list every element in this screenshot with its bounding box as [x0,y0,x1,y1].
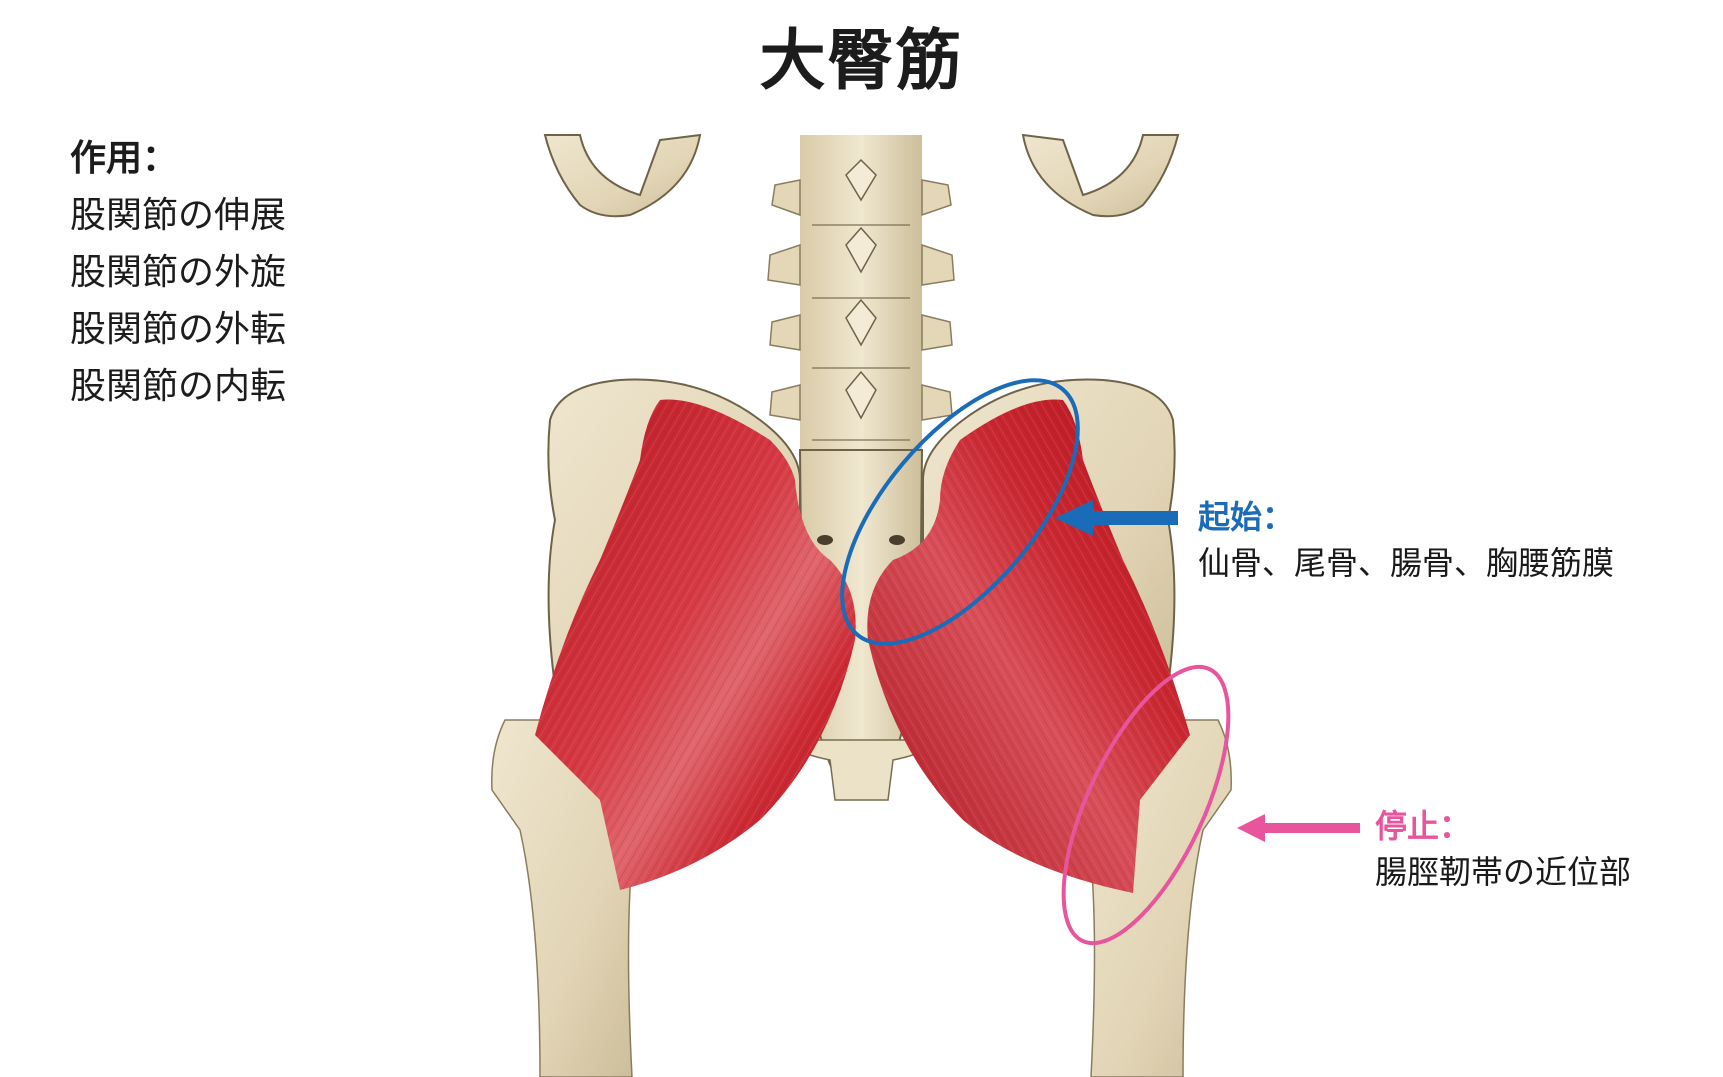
action-item: 股関節の外旋 [70,252,287,293]
insertion-text: 腸脛靭帯の近位部 [1375,853,1632,891]
action-item: 股関節の伸展 [70,195,287,236]
origin-ellipse-icon [840,378,1080,646]
action-heading: 作用： [70,138,179,179]
insertion-label: 停止： 腸脛靭帯の近位部 [1375,803,1631,895]
origin-text: 仙骨、尾骨、腸骨、胸腰筋膜 [1198,544,1615,582]
origin-label: 起始： 仙骨、尾骨、腸骨、胸腰筋膜 [1198,494,1614,586]
origin-heading: 起始： [1198,498,1295,536]
action-section: 作用： 股関節の伸展 股関節の外旋 股関節の外転 股関節の内転 [70,135,286,415]
left-rib [543,133,702,218]
right-gluteus-maximus [867,399,1190,893]
origin-marker [840,378,1178,646]
action-item: 股関節の外転 [70,309,287,350]
left-gluteus-maximus [535,399,856,890]
lumbar-spine [767,135,955,465]
insertion-marker [1061,664,1360,946]
origin-arrow-icon [1055,500,1178,536]
right-rib [1021,133,1180,218]
page-title: 大臀筋 [759,22,964,99]
insertion-arrow-icon [1237,814,1360,842]
insertion-ellipse-icon [1061,664,1231,946]
insertion-heading: 停止： [1375,807,1472,845]
action-item: 股関節の内転 [70,366,287,407]
